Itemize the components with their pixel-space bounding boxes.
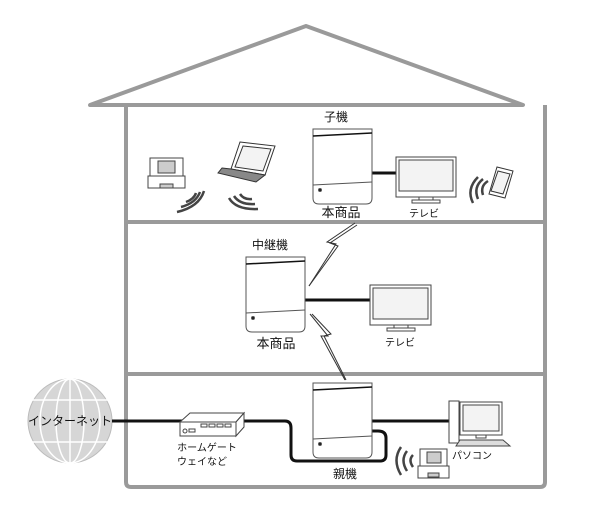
tv-middle bbox=[369, 284, 432, 332]
tv-top bbox=[395, 156, 457, 204]
top-unit-role-label: 子機 bbox=[323, 110, 349, 124]
house bbox=[88, 24, 547, 489]
cables bbox=[112, 171, 452, 463]
internet-label: インターネット bbox=[27, 414, 113, 428]
gateway-label-line2: ウェイなど bbox=[177, 457, 227, 468]
roof bbox=[88, 24, 525, 107]
pc bbox=[448, 400, 512, 447]
home-gateway bbox=[178, 411, 246, 438]
wifi-signals bbox=[176, 176, 489, 476]
middle-unit-role-label: 中継機 bbox=[251, 238, 289, 252]
router-middle bbox=[245, 256, 306, 333]
smartphone bbox=[488, 166, 514, 199]
router-bottom bbox=[312, 382, 373, 459]
handheld-game-top bbox=[147, 157, 186, 189]
handheld-game-bottom bbox=[417, 448, 450, 479]
middle-tv-label: テレビ bbox=[385, 338, 415, 349]
router-top bbox=[312, 128, 373, 205]
walls bbox=[124, 105, 547, 489]
top-tv-label: テレビ bbox=[409, 209, 439, 220]
internet-globe bbox=[27, 378, 113, 464]
pc-label: パソコン bbox=[452, 451, 492, 462]
bottom-unit-role-label: 親機 bbox=[332, 467, 358, 481]
middle-unit-name-label: 本商品 bbox=[256, 337, 296, 352]
wireless-links bbox=[308, 222, 358, 381]
gateway-label-line1: ホームゲート bbox=[177, 443, 237, 454]
top-unit-name-label: 本商品 bbox=[321, 206, 361, 221]
laptop bbox=[217, 141, 276, 183]
